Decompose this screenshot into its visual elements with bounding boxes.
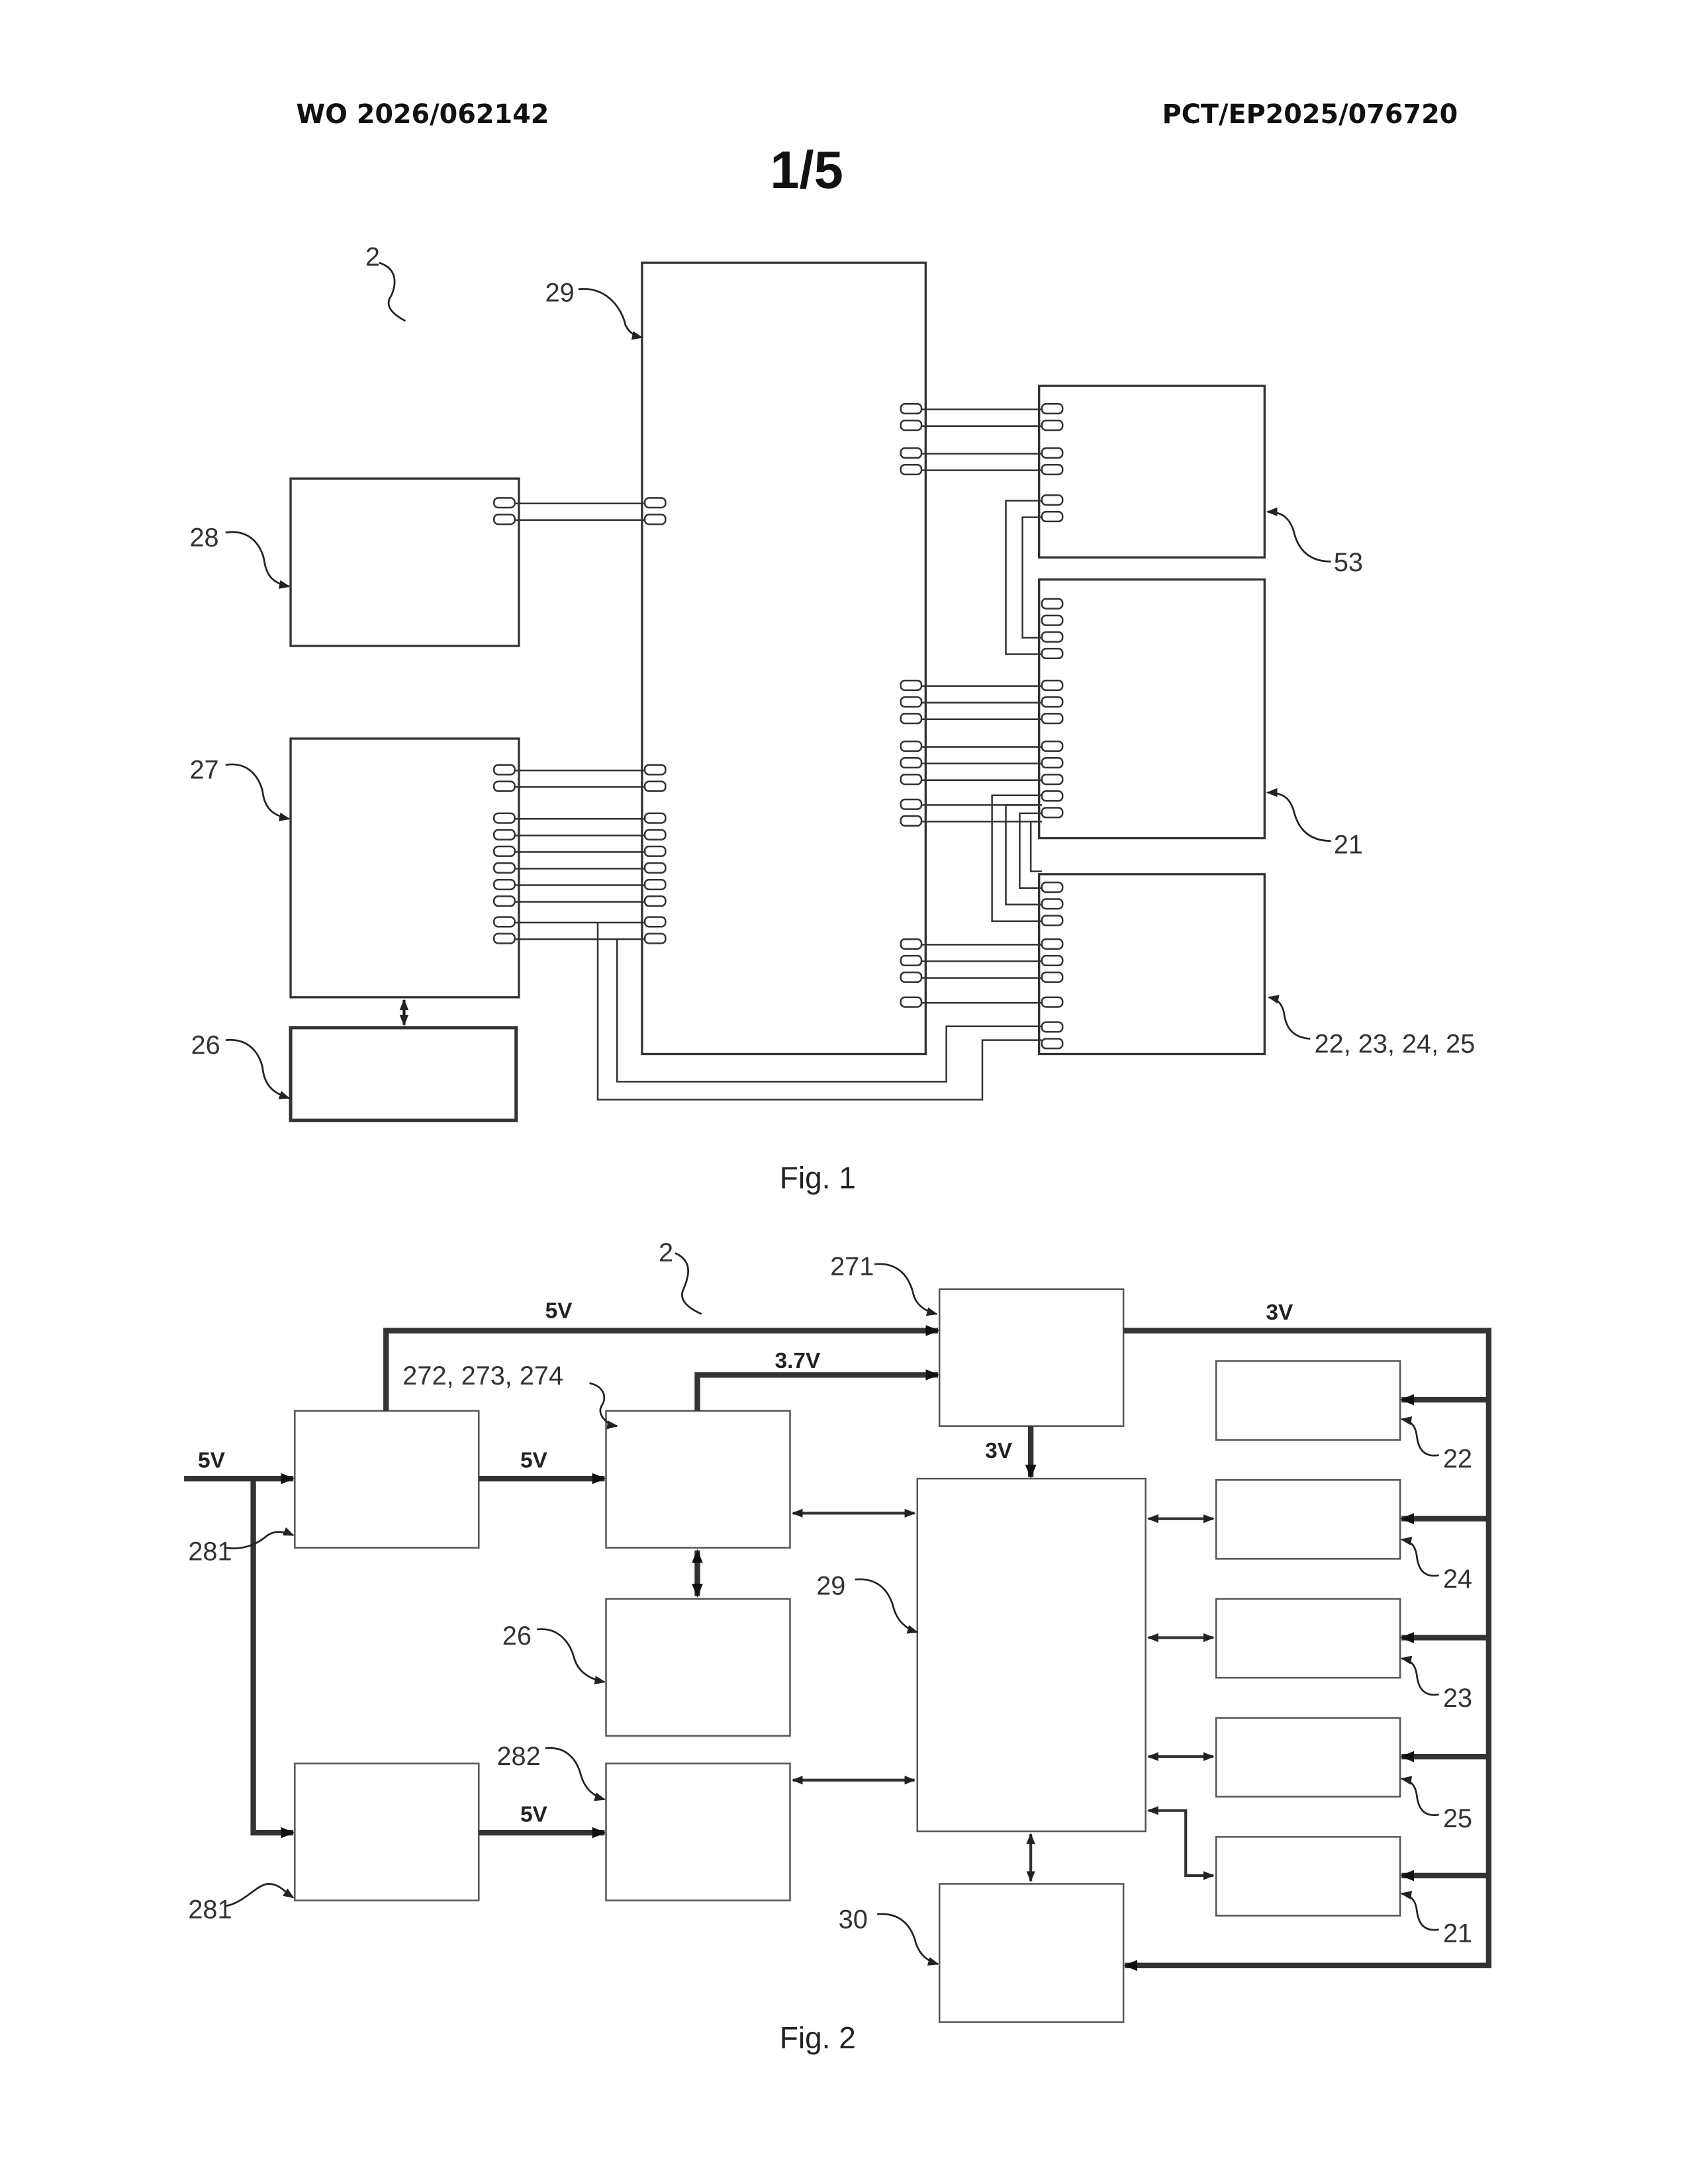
fig2-sensor-block-25 (1216, 1718, 1400, 1797)
fig1-controller-block-29 (642, 263, 925, 1054)
fig1-label-53: 53 (1334, 548, 1363, 577)
fig1-wires-21-22 (992, 796, 1042, 921)
fig2-link-29-21 (1149, 1811, 1213, 1876)
fig1-block-27 (291, 739, 519, 997)
fig2-voltage-bottom-bus: 5V (520, 1802, 548, 1827)
fig2-label-30: 30 (839, 1905, 868, 1934)
fig2-label-system: 2 (659, 1238, 673, 1267)
fig2-voltage-input: 5V (198, 1448, 226, 1473)
fig2-voltage-converter-in: 5V (520, 1448, 548, 1473)
fig1-label-26: 26 (191, 1031, 220, 1060)
fig2-label-22: 22 (1443, 1444, 1472, 1473)
fig1-label-28: 28 (189, 523, 218, 553)
fig1-label-22-25: 22, 23, 24, 25 (1315, 1029, 1476, 1058)
fig2-caption: Fig. 2 (780, 2021, 856, 2055)
fig1-block-22-25 (1039, 874, 1265, 1054)
fig2-sensor-block-21 (1216, 1837, 1400, 1915)
fig1-block-53 (1039, 386, 1265, 557)
fig2-label-25: 25 (1443, 1804, 1472, 1833)
fig1-block-21 (1039, 580, 1265, 839)
fig1-block-28 (291, 478, 519, 646)
fig2-input-block-281-bottom (295, 1764, 479, 1901)
sheet-number: 1/5 (770, 140, 843, 199)
fig2-sensor-block-24 (1216, 1480, 1400, 1559)
fig2-voltage-top-bus: 5V (545, 1299, 573, 1324)
fig2-power-3v-bus (1123, 1331, 1489, 1966)
fig2-block-26 (606, 1599, 790, 1736)
fig2-block-30 (939, 1884, 1123, 2022)
fig2-input-block-281-top (295, 1411, 479, 1548)
fig2-power-li-battery (697, 1375, 938, 1410)
fig2-label-271: 271 (830, 1252, 874, 1281)
fig2-converter-block-272 (606, 1411, 790, 1548)
fig1-label-27: 27 (189, 756, 218, 785)
application-number: PCT/EP2025/076720 (1162, 99, 1458, 130)
fig2-label-23: 23 (1443, 1684, 1472, 1713)
fig2-label-26: 26 (502, 1621, 532, 1651)
fig1-wires-27-22 (598, 923, 1042, 1100)
fig2-label-281-bottom: 281 (188, 1895, 232, 1925)
fig1-label-21: 21 (1334, 830, 1363, 859)
fig1-label-controller: 29 (545, 279, 575, 308)
fig1-block-26 (291, 1028, 516, 1120)
fig2-leaders (226, 1253, 1439, 1964)
fig2-regulator-block-271 (939, 1289, 1123, 1426)
fig2-label-21: 21 (1443, 1919, 1472, 1948)
fig1-label-system: 2 (365, 242, 380, 271)
fig2-voltage-controller-supply: 3V (985, 1439, 1013, 1463)
fig2-controller-block-29 (917, 1479, 1146, 1831)
fig2-block-282 (606, 1764, 790, 1901)
fig1-caption: Fig. 1 (780, 1160, 856, 1195)
fig2-sensor-block-22 (1216, 1361, 1400, 1439)
fig2-sensor-block-23 (1216, 1599, 1400, 1678)
fig2-label-282: 282 (496, 1742, 540, 1771)
fig2-label-281-top: 281 (188, 1537, 232, 1566)
fig2-voltage-regulator-out: 3V (1266, 1300, 1293, 1325)
publication-number: WO 2026/062142 (296, 99, 549, 130)
figure-1 (226, 263, 1331, 1120)
fig2-voltage-li-battery: 3.7V (775, 1349, 821, 1373)
fig2-label-272-273-274: 272, 273, 274 (402, 1361, 563, 1390)
fig2-label-24: 24 (1443, 1565, 1472, 1594)
fig2-label-29: 29 (816, 1572, 845, 1601)
figure-2 (184, 1253, 1489, 2022)
fig2-power-input-bottom (254, 1479, 294, 1833)
fig1-leaders (226, 263, 1331, 1098)
